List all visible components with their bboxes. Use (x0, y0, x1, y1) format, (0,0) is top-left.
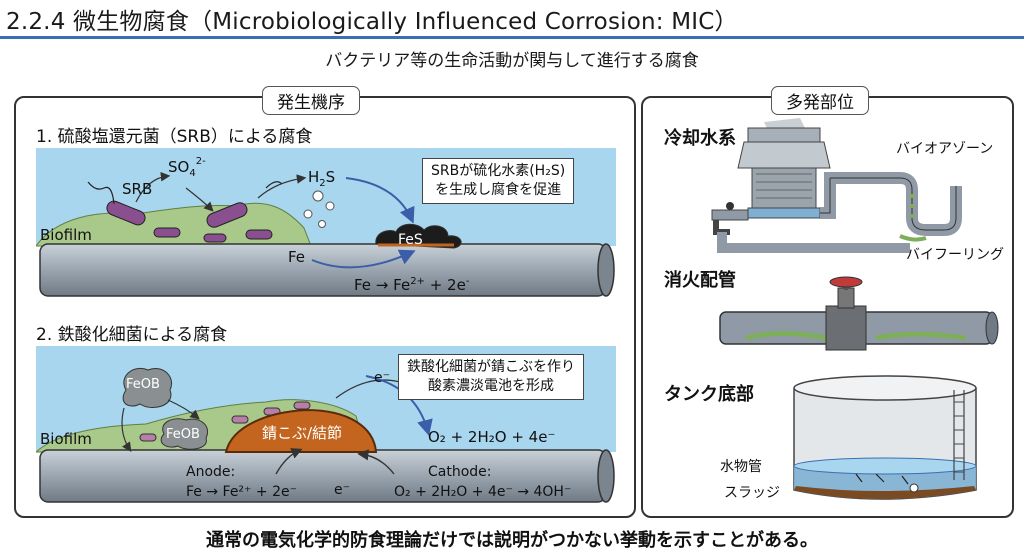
gate-valve (825, 305, 867, 351)
cooling-tower-diagram (711, 118, 962, 253)
locations-panel-label: 多発部位 (771, 86, 869, 115)
valve-handwheel (829, 276, 863, 288)
pipe-end (597, 243, 615, 297)
srb-bacterium (106, 200, 146, 226)
cooling-pipe-loop (820, 172, 962, 236)
sludge-label: スラッジ (724, 485, 780, 501)
feob-label-1: FeOB (126, 377, 160, 392)
srb-label: SRB (122, 180, 152, 198)
oxygen-reduction-equation: O₂ + 2H₂O + 4e⁻ (428, 428, 555, 446)
tank-diagram (793, 375, 977, 500)
srb-bacterium (245, 229, 273, 240)
cooling-water-title: 冷却水系 (664, 128, 736, 149)
bio-zone-label: バイオアゾーン (896, 141, 994, 157)
pipe-body (39, 243, 607, 297)
h2s-label: H2S (308, 168, 335, 189)
electron-label-top: e⁻ (374, 370, 390, 386)
cathode-label: Cathode: (428, 464, 492, 480)
feob-label-2: FeOB (166, 427, 200, 442)
header-rule (0, 36, 1024, 39)
srb-note: SRBが硫化水素(H₂S) を生成し腐食を促進 (422, 158, 575, 204)
biofilm-label: Biofilm (40, 430, 92, 448)
cooling-tower (747, 127, 821, 143)
biofouling-label: バイフーリング (906, 247, 1004, 263)
fire-piping-diagram (719, 276, 999, 351)
biofilm-label: Biofilm (40, 226, 92, 244)
water-pipe-label: 水物管 (720, 459, 762, 475)
electron-label-bottom: e⁻ (334, 482, 350, 498)
feob-cell (122, 368, 172, 408)
srb-bacterium (153, 227, 181, 238)
fe-label: Fe (288, 248, 305, 266)
pipe-end (597, 449, 615, 503)
tank-bottom-title: タンク底部 (664, 384, 754, 405)
fe-oxidation-equation: Fe → Fe2+ + 2e- (354, 276, 470, 294)
rust-nodule-label: 錆こぶ/結節 (262, 424, 342, 442)
sulfate-label: SO42- (168, 156, 206, 179)
sludge-layer (794, 486, 976, 499)
rust-nodule (224, 408, 378, 453)
anode-equation: Fe → Fe²⁺ + 2e⁻ (186, 484, 297, 500)
fire-piping-title: 消火配管 (664, 270, 736, 291)
fes-label: FeS (398, 232, 423, 248)
fes-deposit (375, 223, 462, 249)
srb-bacterium (206, 202, 248, 228)
mechanism-panel-label: 発生機序 (262, 86, 360, 115)
srb-section-title: 1. 硫酸塩還元菌（SRB）による腐食 (36, 127, 313, 147)
feob-note: 鉄酸化細菌が錆こぶを作り 酸素濃淡電池を形成 (398, 354, 584, 400)
cathode-equation: O₂ + 2H₂O + 4e⁻ → 4OH⁻ (394, 484, 571, 500)
page-subtitle: バクテリア等の生命活動が関与して進行する腐食 (325, 51, 699, 71)
feob-cell (160, 418, 208, 450)
srb-bacterium (203, 233, 227, 243)
page-header: 2.2.4 微生物腐食（Microbiologically Influenced… (0, 0, 1024, 40)
anode-label: Anode: (186, 464, 235, 480)
summary-footer: 通常の電気化学的防食理論だけでは説明がつかない挙動を示すことがある。 (206, 530, 818, 551)
feob-section-title: 2. 鉄酸化細菌による腐食 (36, 325, 228, 345)
page-title: 2.2.4 微生物腐食（Microbiologically Influenced… (6, 9, 738, 35)
